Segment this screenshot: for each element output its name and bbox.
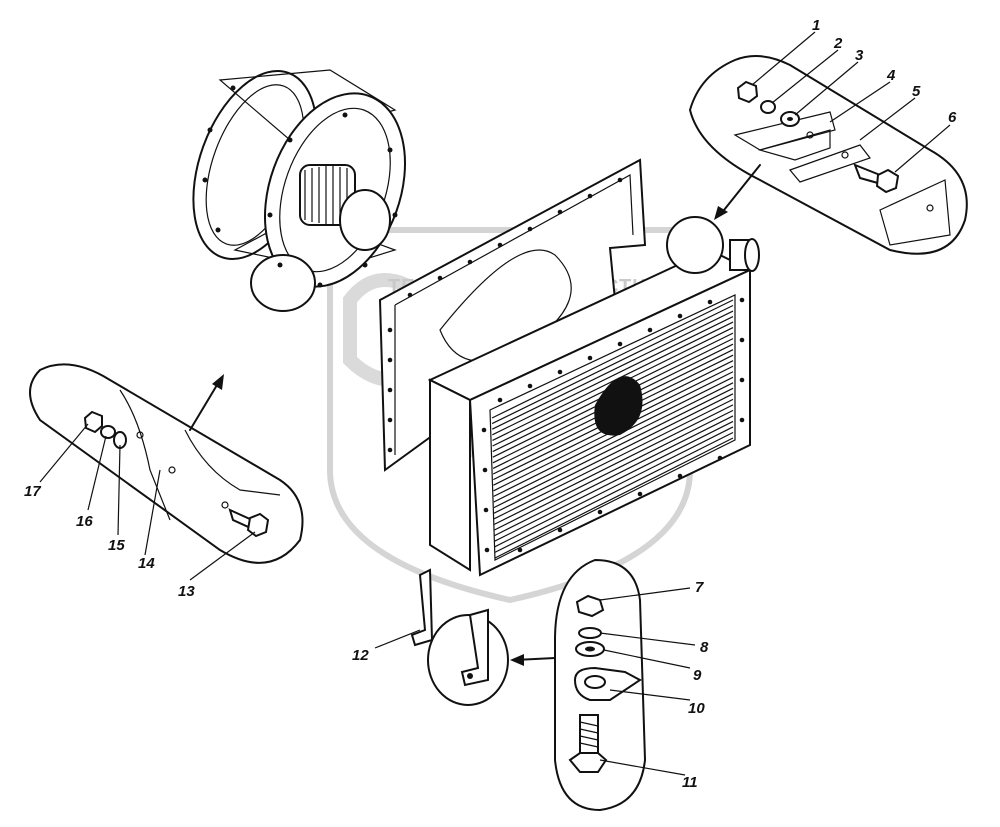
radiator-fin-line [492,316,734,436]
arrow-icon [719,164,761,216]
leader-lines [39,31,951,776]
callout-12: 12 [352,647,369,664]
radiator-fin-line [494,426,734,548]
callout-16: 16 [76,513,93,530]
callout-3: 3 [855,47,864,64]
callout-6: 6 [948,109,957,126]
detail-top-right [688,55,968,255]
radiator-side [429,378,471,572]
radiator-fin-line [491,304,734,425]
watermark-shield [327,227,693,604]
callout-17: 17 [24,483,41,500]
nut-part-17 [83,410,103,434]
nut-part-7 [575,594,605,618]
radiator-fin-line [494,420,734,542]
radiator-fin-line [493,398,734,520]
callout-9: 9 [693,667,702,684]
radiator-fin-line [494,437,734,559]
fan-shroud [192,69,407,312]
radiator-fin-line [493,382,734,503]
radiator-cutout [594,376,643,436]
radiator-fin-line [494,409,734,531]
detail-circle-fan-mount [250,254,316,312]
radiator-fin-line [492,321,734,441]
fan-hub-cap [339,189,391,251]
callout-1: 1 [812,17,820,34]
callout-5: 5 [912,83,921,100]
radiator-fin-line [493,387,734,509]
detail-oval-top-right [688,55,968,255]
radiator-fin-line [494,415,734,537]
callout-8: 8 [700,639,709,656]
radiator-core [427,216,760,577]
radiator-fin-line [491,310,734,430]
detail-circle-radiator-mount [666,216,724,274]
callout-11: 11 [682,774,698,791]
bracket-part-12 [410,568,434,647]
callout-15: 15 [108,537,125,554]
callout-2: 2 [833,35,843,52]
detail-circle-bracket [427,608,556,706]
callout-13: 13 [178,583,195,600]
radiator-fin-line [493,393,734,514]
radiator-fin-line [491,299,734,419]
lock-washer-part-8 [578,627,602,639]
callout-labels: 1 2 3 4 5 6 7 8 9 10 11 12 13 14 15 16 1… [24,17,957,791]
callout-10: 10 [688,700,705,717]
detail-bottom-right [554,558,647,812]
callout-7: 7 [695,579,704,596]
callout-14: 14 [138,555,155,572]
radiator-fin-line [494,404,734,525]
callout-4: 4 [886,67,896,84]
arrow-icon [189,379,221,431]
lock-washer-part-16 [100,425,116,439]
radiator-fin-line [494,431,734,553]
radiator-fin-line [493,376,734,497]
detail-left [29,363,304,564]
lock-washer-part-2 [760,100,776,114]
nut-part-1 [736,80,759,104]
